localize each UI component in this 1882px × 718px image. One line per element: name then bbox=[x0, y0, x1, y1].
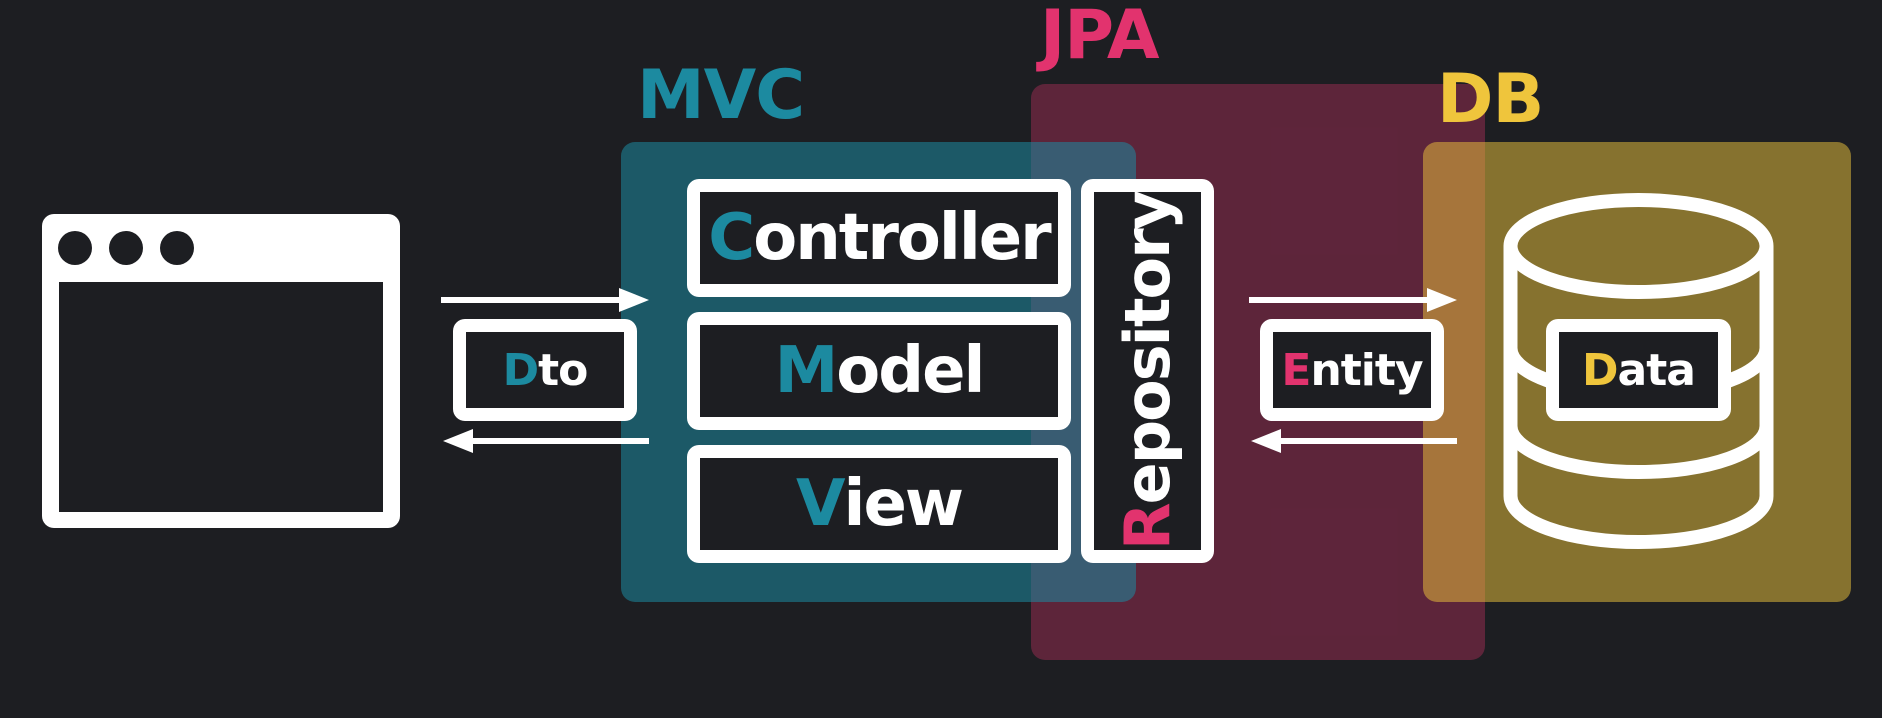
browser-window-icon bbox=[42, 214, 400, 528]
view-label: iew bbox=[843, 467, 964, 541]
jpa-region-title: JPA bbox=[1040, 0, 1160, 75]
view-initial: V bbox=[796, 467, 846, 541]
mvc-region-title: MVC bbox=[637, 56, 805, 135]
dto-initial: D bbox=[502, 344, 540, 396]
model-label: odel bbox=[836, 334, 985, 408]
arrow-right-icon bbox=[1249, 285, 1459, 315]
data-initial: D bbox=[1582, 344, 1619, 396]
arrow-right-icon bbox=[441, 285, 651, 315]
model-initial: M bbox=[774, 334, 839, 408]
arrow-left-icon bbox=[1249, 426, 1459, 456]
entity-label: ntity bbox=[1310, 344, 1423, 396]
db-region-title: DB bbox=[1437, 60, 1544, 139]
controller-initial: C bbox=[708, 201, 755, 275]
repository-label: epository bbox=[1110, 191, 1184, 505]
controller-label: ontroller bbox=[753, 201, 1051, 275]
database-cylinder-icon bbox=[1496, 190, 1781, 552]
dto-label: to bbox=[538, 344, 588, 396]
data-label: ata bbox=[1617, 344, 1696, 396]
entity-initial: E bbox=[1281, 344, 1311, 396]
repository-box bbox=[1081, 179, 1214, 563]
arrow-left-icon bbox=[441, 426, 651, 456]
repository-initial: R bbox=[1110, 504, 1184, 551]
